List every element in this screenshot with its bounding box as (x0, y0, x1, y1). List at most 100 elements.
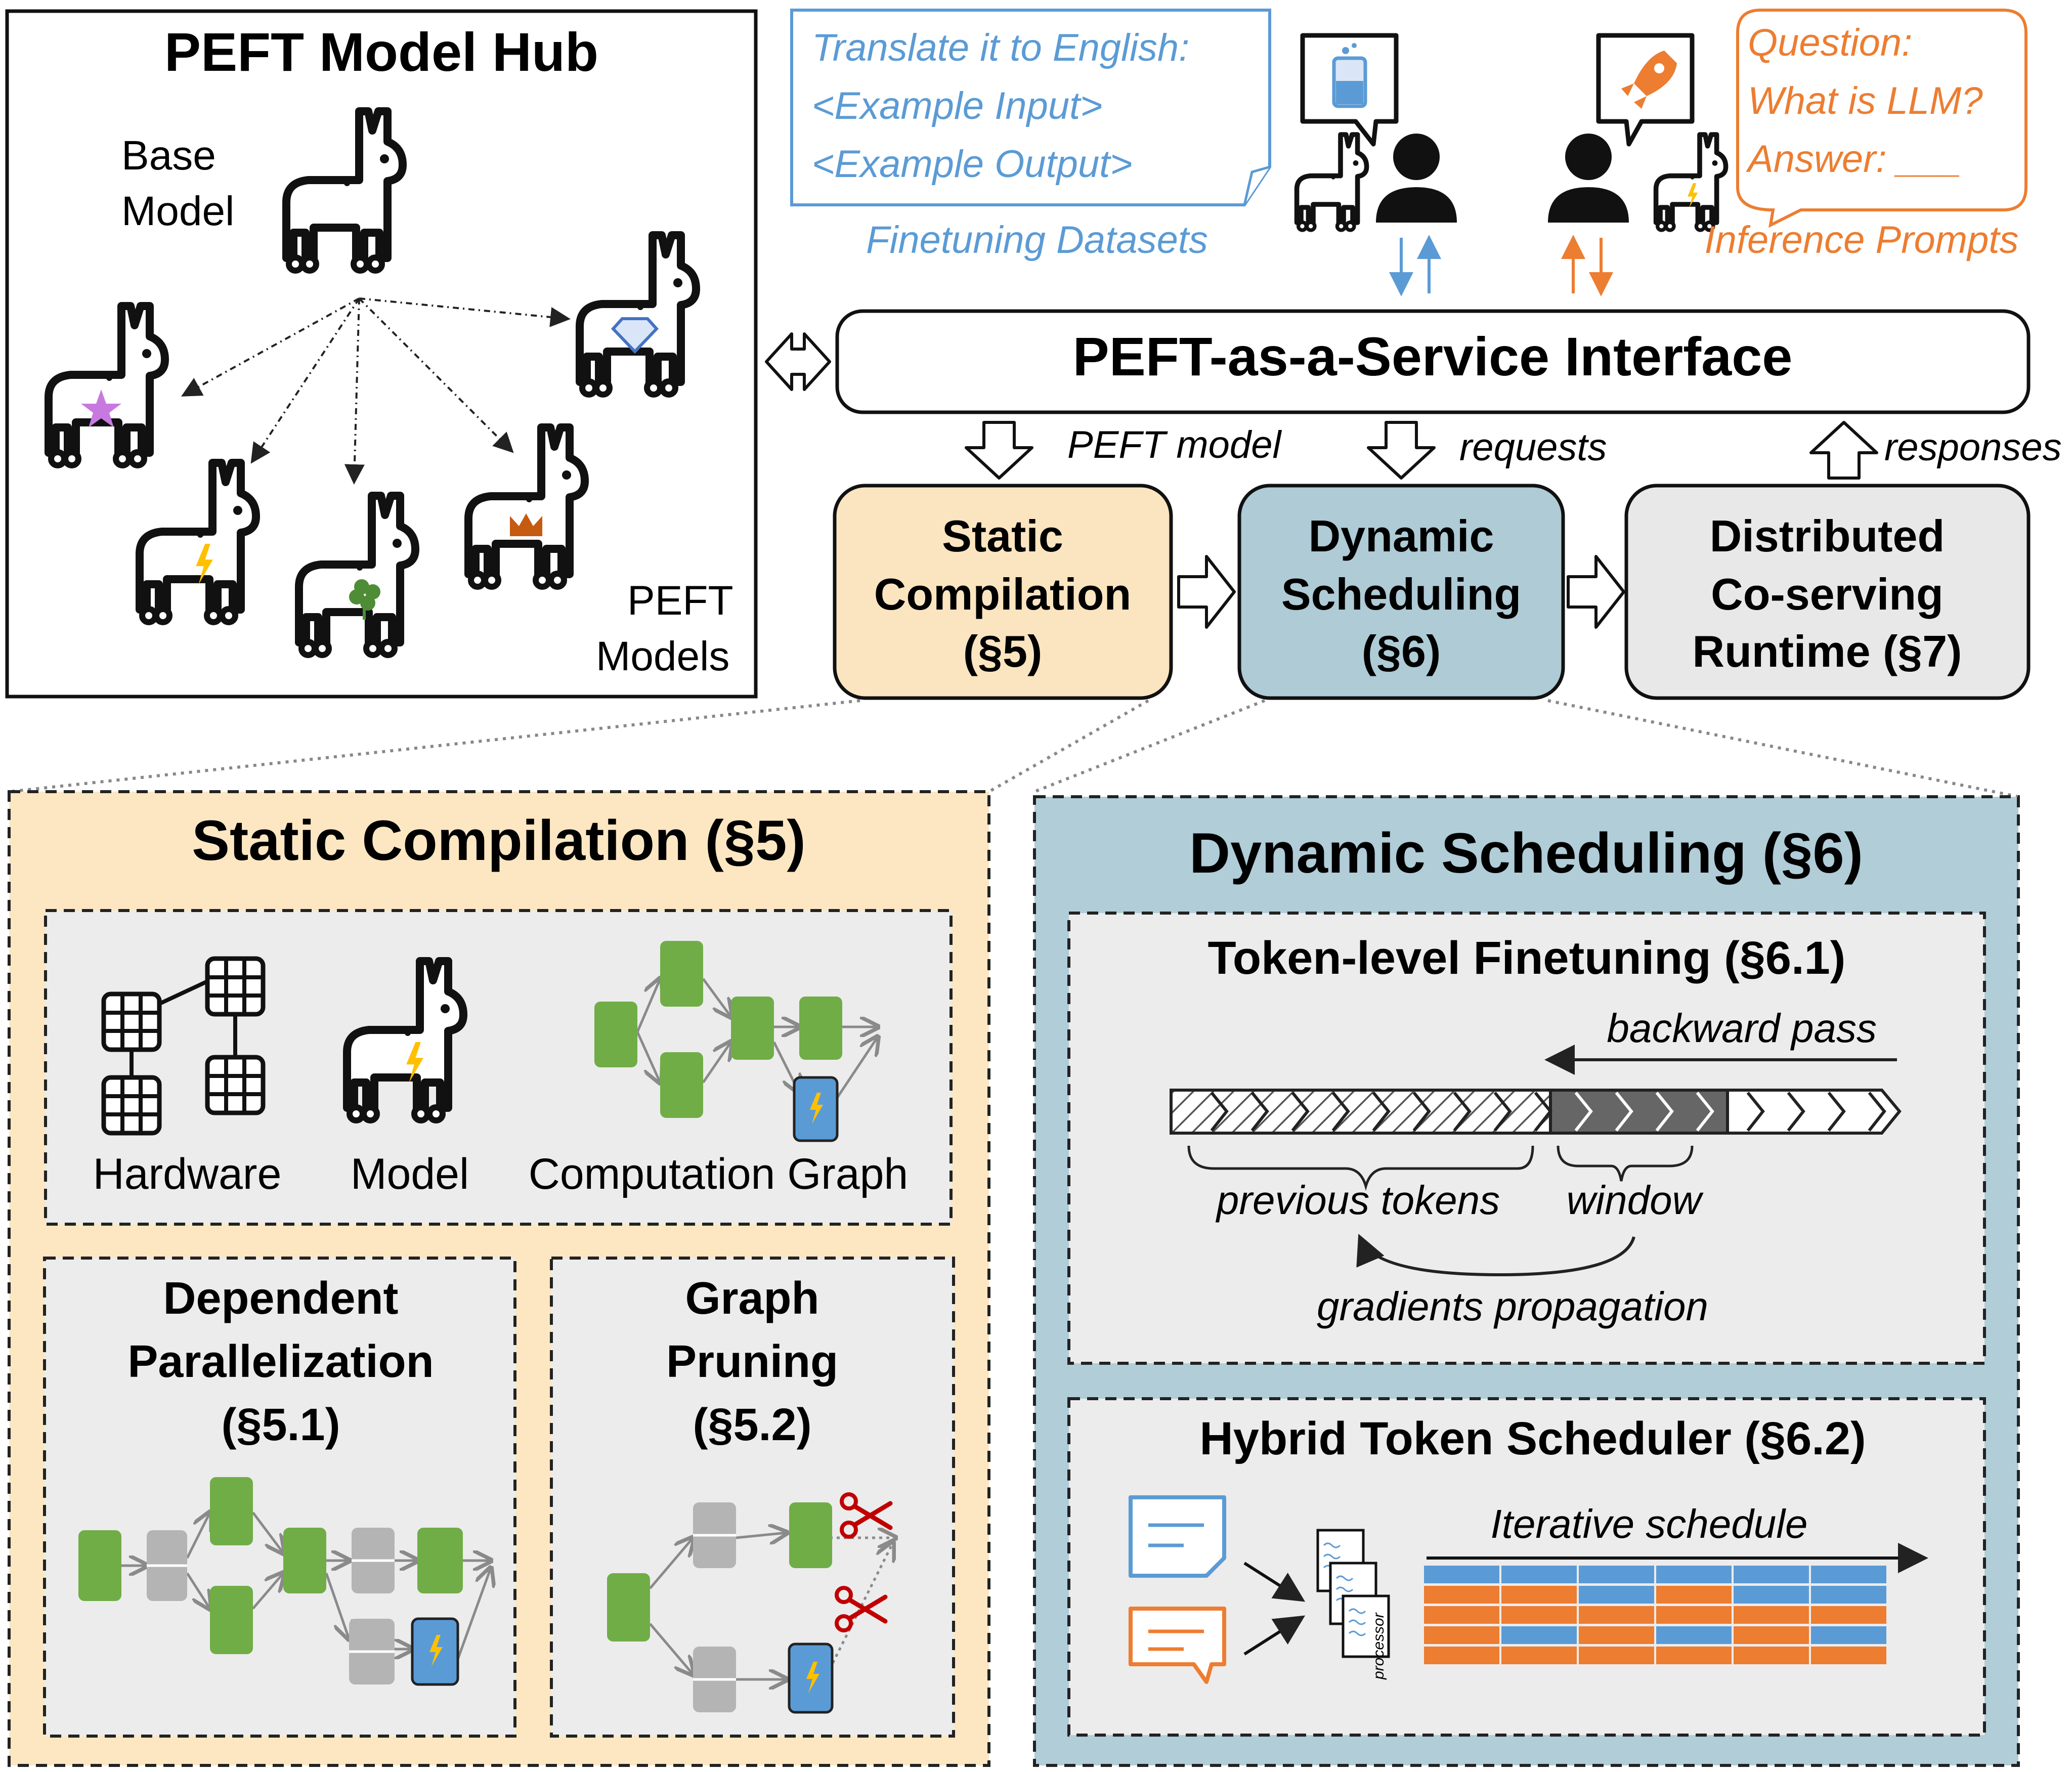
responses-up-arrow (1809, 421, 1878, 480)
inference-prompts-card: Question: What is LLM? Answer: ___ Infer… (1705, 9, 2027, 262)
finetune-request-icon (1129, 1495, 1226, 1578)
inference-user-arrows (1561, 235, 1613, 296)
finetune-user-icon (1376, 134, 1457, 223)
hardware-label: Hardware (93, 1150, 282, 1198)
zoom-connectors (9, 699, 2019, 798)
schedule-cell (1811, 1626, 1886, 1644)
pruning-line2: Pruning (666, 1336, 838, 1387)
future-tokens-segment (1726, 1089, 1902, 1135)
hybrid-scheduler-title: Hybrid Token Scheduler (§6.2) (1199, 1413, 1866, 1464)
peft-models-label-line2: Models (596, 633, 729, 679)
schedule-cell (1811, 1586, 1886, 1604)
schedule-cell (1579, 1606, 1654, 1624)
schedule-cell (1734, 1647, 1809, 1664)
finetuning-datasets-caption: Finetuning Datasets (866, 219, 1208, 262)
peft-service-interface: PEFT-as-a-Service Interface (835, 309, 2031, 414)
schedule-cell (1424, 1566, 1499, 1583)
runtime-module-line3: Runtime (§7) (1693, 626, 1962, 676)
window-brace (1557, 1145, 1694, 1182)
schedule-cell (1734, 1566, 1809, 1583)
static-module-line3: (§5) (963, 626, 1043, 676)
peft-llama-crown-icon (468, 427, 585, 587)
previous-tokens-label: previous tokens (1216, 1178, 1500, 1223)
iterative-schedule-label: Iterative schedule (1490, 1501, 1807, 1546)
schedule-cell (1656, 1647, 1732, 1664)
finetuning-datasets-card: Translate it to English: <Example Input>… (790, 9, 1271, 262)
schedule-cell (1579, 1566, 1654, 1583)
dependent-line2: Parallelization (127, 1336, 434, 1387)
inference-small-llama-icon (1656, 135, 1726, 230)
processor-label: processor (1370, 1612, 1387, 1680)
schedule-cell (1424, 1647, 1499, 1664)
schedule-cell (1656, 1586, 1732, 1604)
static-compilation-module: Static Compilation (§5) (833, 484, 1173, 700)
base-model-label-line2: Model (121, 188, 234, 234)
dependent-line3: (§5.1) (221, 1400, 340, 1450)
schedule-cell (1501, 1606, 1577, 1624)
model-label: Model (351, 1150, 469, 1198)
interface-module-arrows (965, 421, 1878, 480)
static-compilation-panel: Static Compilation (§5) Hardware Model (8, 790, 990, 1767)
window-segment (1549, 1089, 1729, 1135)
processor-stack-icon: processor (1318, 1530, 1389, 1680)
schedule-cell (1811, 1647, 1886, 1664)
dynamic-panel-title: Dynamic Scheduling (§6) (1189, 822, 1863, 885)
dataset-line-3: <Example Output> (812, 143, 1133, 186)
pruning-line1: Graph (685, 1273, 819, 1324)
schedule-cell (1811, 1606, 1886, 1624)
requests-to-processor-arrows (1243, 1562, 1306, 1656)
base-model-label-line1: Base (121, 133, 216, 179)
schedule-cell (1734, 1626, 1809, 1644)
hub-interface-double-arrow (765, 332, 831, 391)
computation-graph-icon (594, 941, 878, 1142)
rocket-speech-bubble-icon (1596, 33, 1695, 147)
schedule-cell (1656, 1566, 1732, 1583)
static-panel-title: Static Compilation (§5) (192, 809, 805, 872)
model-hub-panel: PEFT Model Hub Base Model PEFT Models (5, 9, 758, 699)
finetune-user-arrows (1389, 235, 1441, 296)
peft-model-arrow-label: PEFT model (1067, 423, 1282, 466)
responses-arrow-label: responses (1884, 426, 2062, 469)
model-hub-title: PEFT Model Hub (164, 21, 598, 82)
interface-title: PEFT-as-a-Service Interface (1073, 326, 1793, 387)
schedule-cell (1501, 1626, 1577, 1644)
schedule-cell (1656, 1626, 1732, 1644)
schedule-cell (1656, 1606, 1732, 1624)
schedule-cell (1579, 1647, 1654, 1664)
peft-llama-star-icon (49, 306, 165, 465)
dynamic-scheduling-module: Dynamic Scheduling (§6) (1237, 484, 1565, 700)
module-flow-arrows (1177, 555, 1625, 629)
computation-graph-label: Computation Graph (529, 1150, 909, 1198)
static-module-line1: Static (942, 511, 1063, 561)
inference-prompts-caption: Inference Prompts (1705, 219, 2019, 262)
backward-pass-label: backward pass (1607, 1006, 1877, 1051)
runtime-module-line2: Co-serving (1711, 569, 1944, 619)
peft-llama-diamond-icon (580, 235, 696, 395)
schedule-cell (1424, 1626, 1499, 1644)
schedule-grid (1424, 1566, 1886, 1664)
dataset-line-2: <Example Input> (812, 84, 1103, 127)
gradients-propagation-label: gradients propagation (1317, 1284, 1708, 1329)
schedule-cell (1579, 1586, 1654, 1604)
token-sequence-bar (1170, 1089, 1902, 1135)
graph-pruning-box (550, 1257, 955, 1738)
pruned-graph (607, 1494, 895, 1714)
previous-tokens-segment (1170, 1089, 1552, 1135)
schedule-cell (1424, 1586, 1499, 1604)
compilation-inputs-box (44, 909, 953, 1226)
runtime-module-line1: Distributed (1710, 511, 1945, 561)
schedule-cell (1501, 1586, 1577, 1604)
schedule-cell (1811, 1566, 1886, 1583)
hardware-icon (104, 959, 263, 1133)
dynamic-module-line2: Scheduling (1281, 569, 1521, 619)
prompt-line-1: Question: (1748, 21, 1912, 64)
token-finetuning-title: Token-level Finetuning (§6.1) (1208, 932, 1846, 984)
peft-model-down-arrow (965, 421, 1033, 480)
prompt-line-3: Answer: ___ (1746, 138, 1961, 181)
inference-request-icon (1129, 1607, 1226, 1684)
dynamic-scheduling-panel: Dynamic Scheduling (§6) Token-level Fine… (1033, 795, 2020, 1767)
token-chevrons (1210, 1092, 1552, 1132)
token-finetuning-box (1067, 912, 1986, 1365)
dependent-line1: Dependent (163, 1273, 398, 1324)
